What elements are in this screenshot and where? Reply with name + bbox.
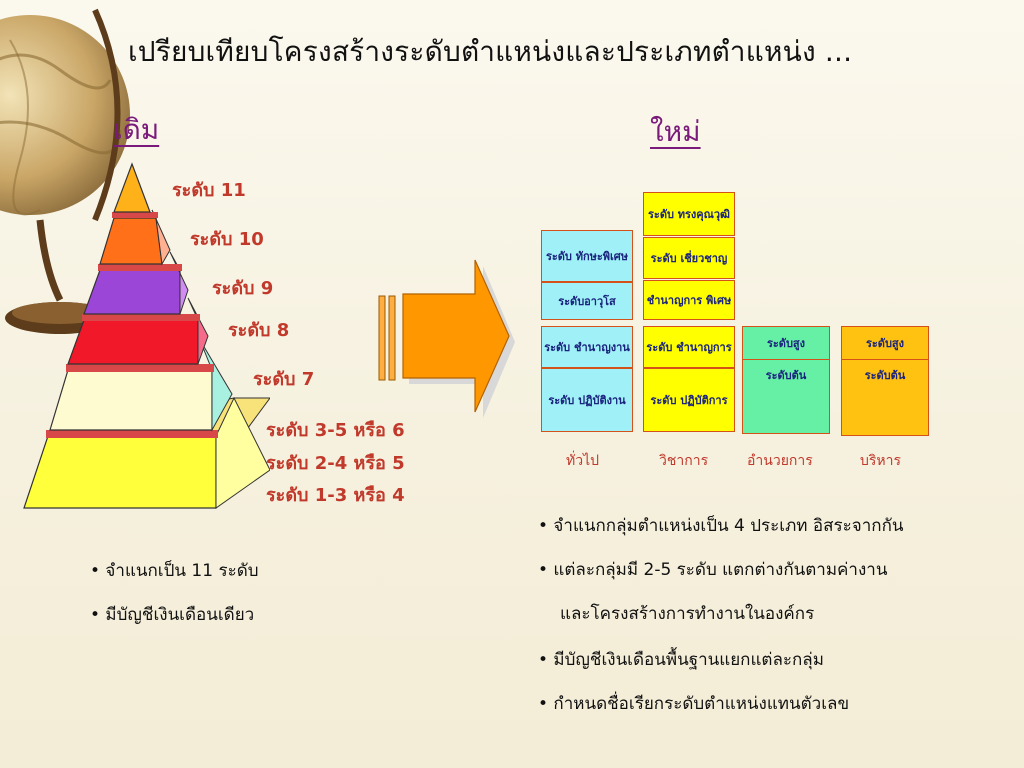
- new-bullet-naming: • กำหนดชื่อเรียกระดับตำแหน่งแทนตัวเลข: [538, 694, 850, 714]
- pyramid-tier-8: [67, 319, 199, 365]
- academic-level-practitioner: ระดับ ปฏิบัติการ: [643, 368, 735, 432]
- old-bullet-salary: • มีบัญชีเงินเดือนเดียว: [90, 605, 255, 625]
- director-level-high: ระดับสูง: [743, 327, 829, 360]
- general-level-experienced: ระดับ ชำนาญงาน: [541, 326, 633, 368]
- pyramid-tier-8-side: [187, 297, 209, 365]
- pyramid-tier-bottom-front: [23, 435, 217, 509]
- old-bullet-levels: • จำแนกเป็น 11 ระดับ: [90, 561, 259, 581]
- new-bullet-levels: • แต่ละกลุ่มมี 2-5 ระดับ แตกต่างกันตามค่…: [538, 560, 888, 580]
- pyramid-tier-7: [49, 369, 213, 431]
- general-level-senior: ระดับอาวุโส: [541, 282, 633, 320]
- executive-column: ระดับสูง ระดับต้น: [841, 326, 929, 436]
- pyramid-tier-7-side: [199, 339, 233, 432]
- level-label-1-3: ระดับ 1-3 หรือ 4: [266, 485, 405, 506]
- group-label-executive: บริหาร: [860, 453, 902, 469]
- academic-level-senior-professional: ชำนาญการ พิเศษ: [643, 280, 735, 320]
- pyramid-tier-bottom-side: [215, 396, 270, 509]
- arrow-right-icon: [378, 259, 515, 418]
- director-column: ระดับสูง ระดับต้น: [742, 326, 830, 434]
- level-label-7: ระดับ 7: [253, 369, 315, 390]
- group-label-director: อำนวยการ: [747, 453, 813, 469]
- level-label-2-4: ระดับ 2-4 หรือ 5: [266, 453, 405, 474]
- page-title: เปรียบเทียบโครงสร้างระดับตำแหน่งและประเภ…: [128, 35, 853, 68]
- level-label-3-5: ระดับ 3-5 หรือ 6: [266, 420, 405, 441]
- level-pyramid: [23, 162, 270, 509]
- academic-level-advanced-expert: ระดับ ทรงคุณวุฒิ: [643, 192, 735, 236]
- old-structure-heading: เดิม: [113, 113, 160, 146]
- globe-icon: [0, 8, 130, 334]
- level-label-11: ระดับ 11: [172, 180, 246, 201]
- pyramid-tier-11: [113, 162, 151, 213]
- level-label-8: ระดับ 8: [228, 320, 290, 341]
- academic-level-professional: ระดับ ชำนาญการ: [643, 326, 735, 368]
- executive-level-initial: ระดับต้น: [864, 368, 906, 382]
- general-level-special-skill: ระดับ ทักษะพิเศษ: [541, 230, 633, 282]
- pyramid-tier-10: [99, 217, 163, 265]
- level-label-10: ระดับ 10: [190, 229, 264, 250]
- group-label-general: ทั่วไป: [566, 453, 600, 469]
- new-bullet-types: • จำแนกกลุ่มตำแหน่งเป็น 4 ประเภท อิสระจา…: [538, 516, 904, 536]
- academic-level-expert: ระดับ เชี่ยวชาญ: [643, 237, 735, 279]
- pyramid-tier-9-side: [169, 251, 189, 315]
- level-label-9: ระดับ 9: [212, 278, 274, 299]
- new-structure-heading: ใหม่: [650, 115, 701, 148]
- pyramid-tier-9: [83, 269, 181, 315]
- general-level-operational: ระดับ ปฏิบัติงาน: [541, 368, 633, 432]
- group-label-academic: วิชาการ: [659, 453, 709, 469]
- executive-level-high: ระดับสูง: [842, 327, 928, 360]
- new-bullet-levels-continued: และโครงสร้างการทำงานในองค์กร: [560, 604, 815, 624]
- director-level-initial: ระดับต้น: [765, 368, 807, 382]
- new-bullet-salary: • มีบัญชีเงินเดือนพื้นฐานแยกแต่ละกลุ่ม: [538, 650, 824, 670]
